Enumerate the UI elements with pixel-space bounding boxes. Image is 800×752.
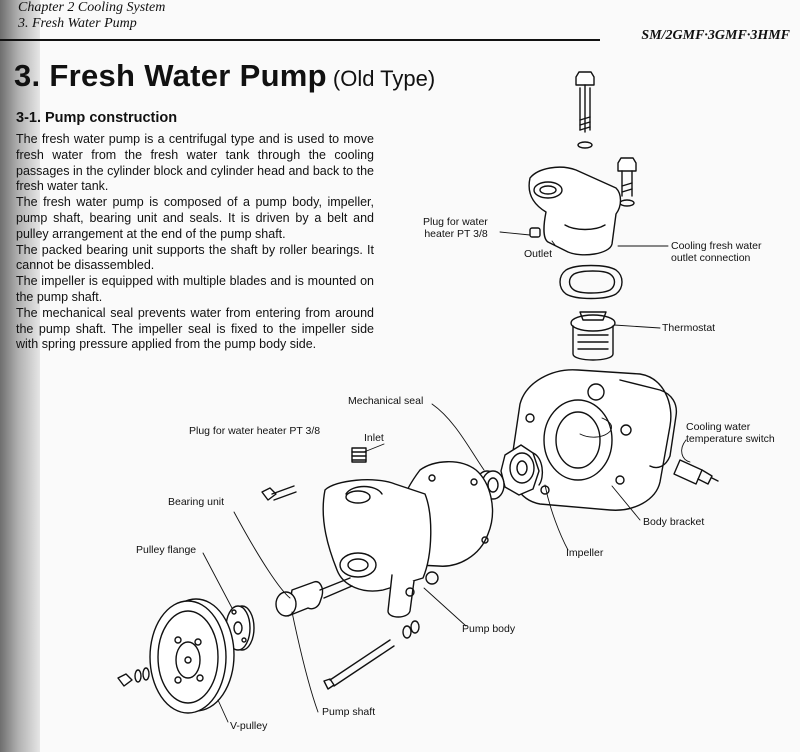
title-main: 3. Fresh Water Pump — [14, 58, 327, 93]
label-thermostat: Thermostat — [662, 322, 716, 334]
paragraph: The fresh water pump is a centrifugal ty… — [16, 132, 374, 194]
label-bearing-unit: Bearing unit — [168, 496, 225, 508]
label-plug-outlet: Plug for water heater PT 3/8 — [423, 216, 488, 240]
pump-bolt-long — [323, 620, 420, 690]
label-body-bracket: Body bracket — [643, 516, 705, 528]
v-pulley-part — [149, 598, 235, 714]
label-plug-inlet: Plug for water heater PT 3/8 — [189, 425, 321, 437]
outlet-connection-part — [528, 166, 622, 256]
label-v-pulley: V-pulley — [230, 720, 268, 732]
label-impeller: Impeller — [566, 547, 604, 559]
outlet-bolt-short — [617, 157, 637, 207]
leader-lines — [202, 231, 691, 723]
body-text: The fresh water pump is a centrifugal ty… — [16, 132, 374, 353]
header-rule — [0, 39, 600, 41]
pump-body-part — [322, 461, 494, 618]
outlet-gasket — [559, 264, 623, 300]
label-outlet: Outlet — [524, 248, 553, 260]
body-bracket-part — [510, 369, 678, 511]
paragraph: The impeller is equipped with multiple b… — [16, 274, 374, 304]
label-pump-body: Pump body — [462, 623, 516, 635]
inlet-plug-part — [351, 447, 367, 463]
page-title: 3. Fresh Water Pump(Old Type) — [14, 58, 435, 94]
bearing-unit-part — [275, 577, 353, 617]
chapter-header: Chapter 2 Cooling System — [18, 0, 166, 15]
title-subtitle: (Old Type) — [332, 66, 436, 91]
label-mechanical-seal: Mechanical seal — [348, 395, 424, 407]
label-pulley-flange: Pulley flange — [136, 544, 197, 556]
label-inlet: Inlet — [364, 432, 384, 444]
label-cooling-temp-switch: Cooling water temperature switch — [686, 421, 775, 445]
label-cooling-outlet-connection: Cooling fresh water outlet connection — [671, 240, 762, 264]
pump-bolt-upper — [261, 485, 297, 501]
paragraph: The mechanical seal prevents water from … — [16, 305, 374, 352]
paragraph: The packed bearing unit supports the sha… — [16, 242, 374, 273]
label-pump-shaft: Pump shaft — [322, 706, 376, 718]
paragraph: The fresh water pump is composed of a pu… — [16, 195, 374, 241]
thermostat-part — [570, 311, 616, 361]
outlet-plug — [529, 227, 541, 238]
model-header: SM/2GMF·3GMF·3HMF — [641, 28, 790, 43]
section-subheading: 3-1. Pump construction — [16, 110, 178, 126]
page-binding-shadow — [0, 0, 40, 752]
temperature-switch-part — [673, 459, 719, 485]
pulley-bolt-part — [117, 667, 150, 687]
outlet-bolt-long — [575, 71, 595, 149]
section-header: 3. Fresh Water Pump — [18, 16, 137, 31]
